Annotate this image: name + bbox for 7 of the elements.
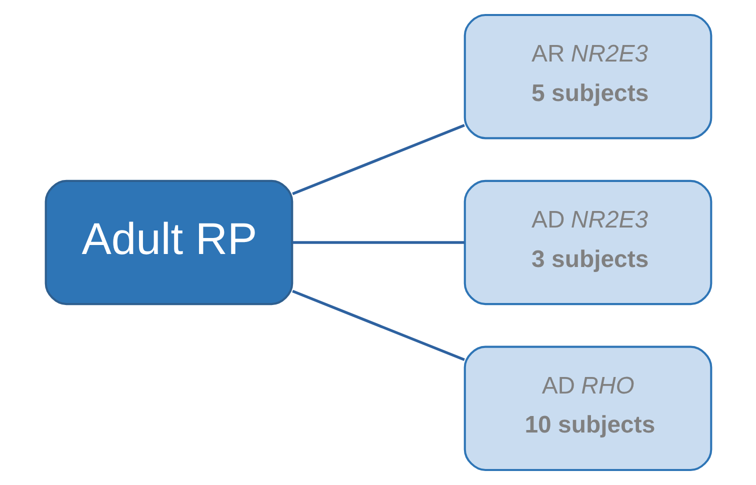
connector (292, 124, 464, 196)
connector (292, 290, 464, 362)
node-box: AD NR2E3 3 subjects (463, 180, 712, 306)
node-box: Adult RP (44, 180, 293, 306)
node-box: AD RHO 10 subjects (463, 346, 712, 471)
node-box: AR NR2E3 5 subjects (463, 14, 712, 140)
connector (292, 241, 464, 244)
